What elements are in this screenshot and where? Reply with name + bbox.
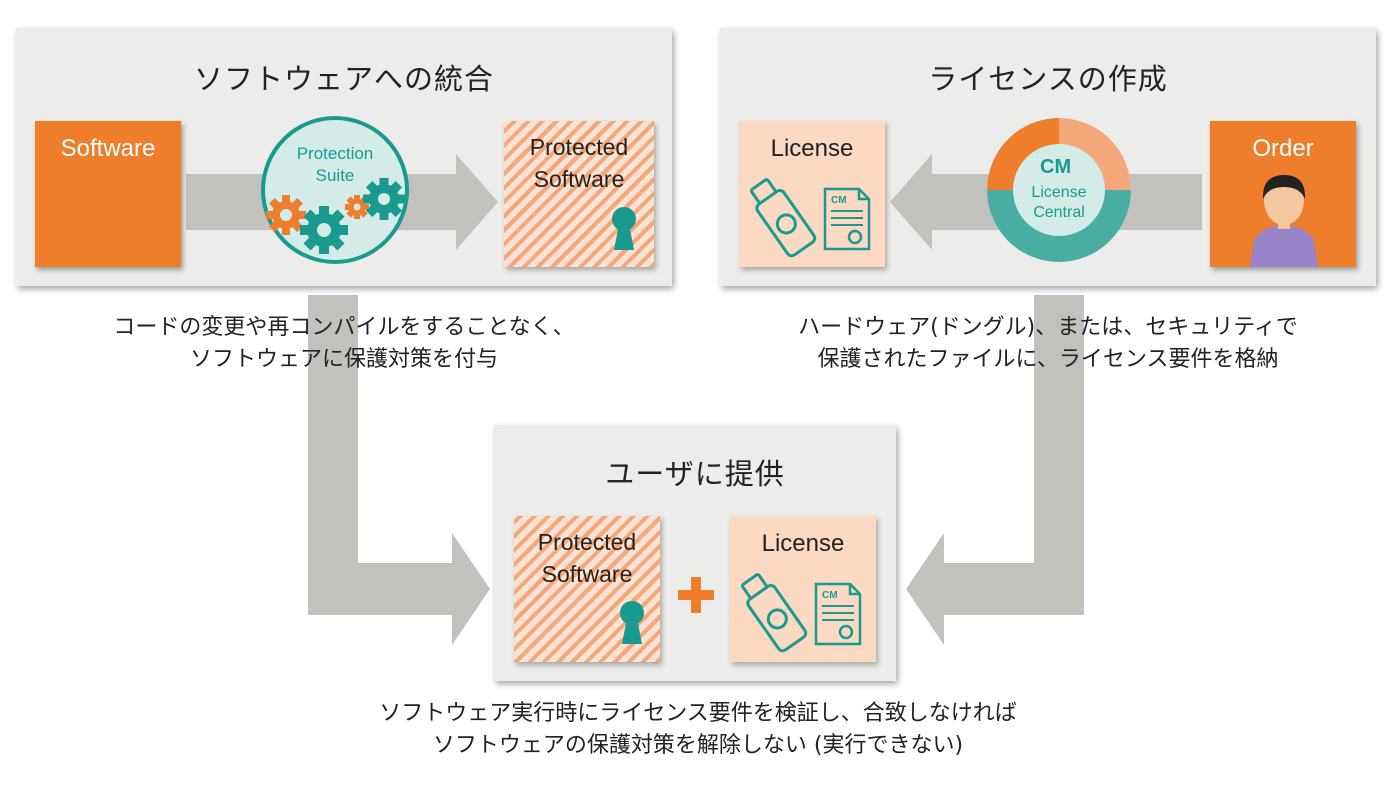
- software-box: Software: [35, 121, 181, 267]
- caption-integration-line1: コードの変更や再コンパイルをすることなく、: [113, 315, 575, 340]
- caption-delivery: ソフトウェア実行時にライセンス要件を検証し、合致しなければ ソフトウェアの保護対…: [298, 698, 1098, 762]
- caption-integration: コードの変更や再コンパイルをすることなく、 ソフトウェアに保護対策を付与: [16, 312, 672, 376]
- person-icon: [1250, 175, 1318, 267]
- license-box-top: License CM: [739, 121, 885, 267]
- caption-license-creation-line2: 保護されたファイルに、ライセンス要件を格納: [817, 347, 1279, 372]
- plus-icon: [678, 577, 714, 613]
- protected-software-box-top: Protected Software: [504, 121, 654, 267]
- order-box: Order: [1210, 121, 1356, 267]
- panel-title-integration: ソフトウェアへの統合: [193, 62, 494, 96]
- software-label: Software: [60, 135, 156, 162]
- panel-title-license-creation: ライセンスの作成: [928, 62, 1168, 96]
- svg-text:CM: CM: [831, 195, 847, 206]
- svg-text:CM: CM: [1040, 156, 1071, 178]
- license-central-line2: Central: [1033, 204, 1085, 221]
- license-label-bottom: License: [761, 530, 845, 557]
- protection-suite-label-line2: Suite: [315, 166, 355, 185]
- license-label-top: License: [770, 135, 854, 162]
- arrow-license-to-delivery: [906, 295, 1084, 645]
- order-label: Order: [1252, 135, 1314, 162]
- caption-delivery-line2: ソフトウェアの保護対策を解除しない (実行できない): [432, 733, 964, 758]
- license-central-circle: CM License Central: [984, 115, 1134, 265]
- caption-integration-line2: ソフトウェアに保護対策を付与: [189, 347, 498, 372]
- usb-dongle-icon: [749, 178, 817, 258]
- license-box-bottom: License CM: [730, 516, 876, 662]
- gears-icon: [261, 116, 409, 264]
- protection-suite-circle: Protection Suite: [260, 115, 410, 265]
- panel-license-creation: ライセンスの作成 License CM: [720, 28, 1376, 286]
- panel-integration: ソフトウェアへの統合 Software: [16, 28, 672, 286]
- protected-software-line2: Software: [533, 166, 625, 192]
- keyhole-icon: [612, 207, 636, 250]
- protected-software-bottom-line1: Protected: [537, 529, 637, 555]
- caption-license-creation-line1: ハードウェア(ドングル)、または、セキュリティで: [798, 315, 1298, 340]
- panel-title-delivery: ユーザに提供: [605, 457, 785, 491]
- keyhole-icon: [620, 601, 644, 644]
- protected-software-label-top: Protected Software: [504, 131, 654, 195]
- protected-software-bottom-line2: Software: [541, 561, 633, 587]
- protection-suite-label: Protection Suite: [260, 143, 410, 187]
- usb-dongle-icon: [740, 573, 808, 653]
- license-central-line1: License: [1031, 184, 1087, 201]
- arrow-integration-to-delivery: [308, 295, 490, 645]
- protected-software-box-bottom: Protected Software: [514, 516, 660, 662]
- protected-software-line1: Protected: [529, 134, 629, 160]
- cm-logo-icon: CM: [987, 118, 1131, 262]
- protected-software-label-bottom: Protected Software: [514, 526, 660, 590]
- svg-text:CM: CM: [822, 590, 838, 601]
- caption-license-creation: ハードウェア(ドングル)、または、セキュリティで 保護されたファイルに、ライセン…: [720, 312, 1376, 376]
- panel-delivery: ユーザに提供 Protected Software License CM: [494, 425, 896, 681]
- license-central-label: License Central: [984, 183, 1134, 223]
- certificate-icon: CM: [814, 582, 862, 646]
- certificate-icon: CM: [823, 187, 871, 251]
- protection-suite-label-line1: Protection: [296, 144, 374, 163]
- caption-delivery-line1: ソフトウェア実行時にライセンス要件を検証し、合致しなければ: [379, 701, 1017, 726]
